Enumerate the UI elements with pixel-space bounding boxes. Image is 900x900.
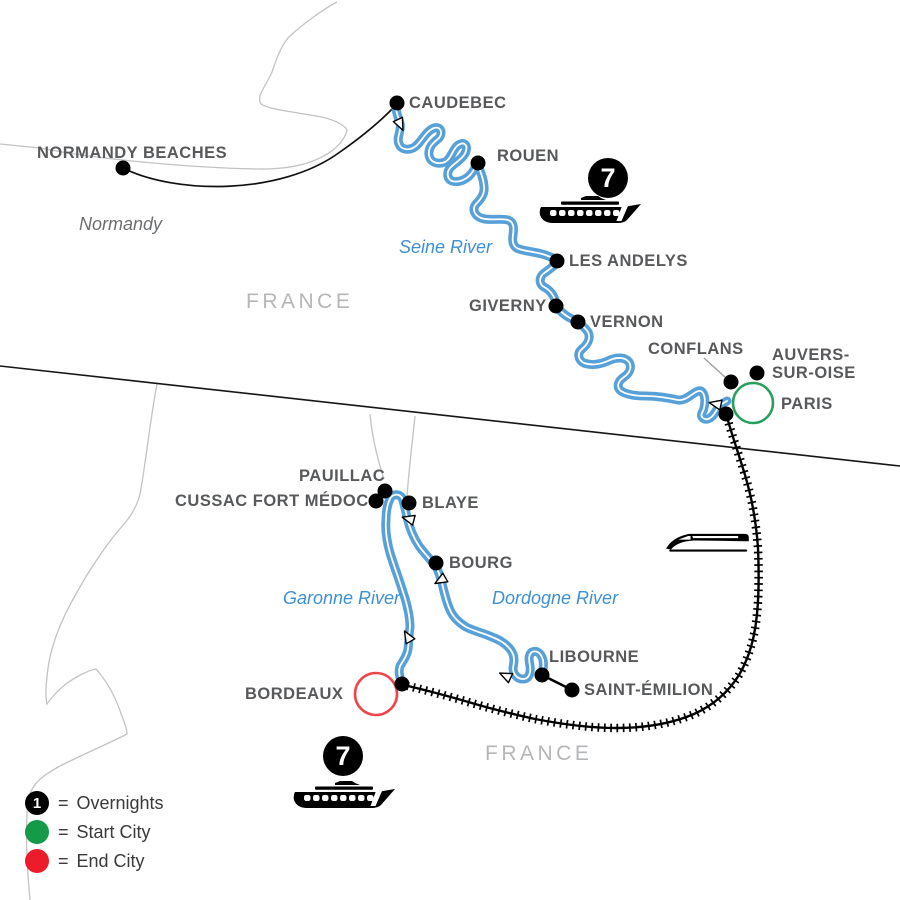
city-label-paris: PARIS [781, 395, 833, 413]
region-label-france-south: FRANCE [485, 742, 593, 765]
legend-equals: = [58, 850, 69, 871]
coastline-atlantic [25, 383, 158, 900]
city-label-auvers-line2: SUR-OISE [772, 364, 856, 382]
city-dot-saint-emilion [564, 682, 580, 698]
overnights-badge-icon: 1 [25, 791, 49, 815]
start-city-circle-paris [731, 381, 775, 425]
river-cruise-ship-icon [539, 196, 641, 223]
city-label-auvers-line1: AUVERS- [772, 346, 850, 364]
city-dot-blaye [401, 495, 417, 511]
legend-overnights-label: Overnights [76, 792, 164, 813]
region-label-france-north: FRANCE [246, 290, 354, 313]
city-dot-pauillac [377, 483, 393, 499]
city-dot-conflans [723, 374, 739, 390]
city-label-saint-emilion: SAINT-ÉMILION [584, 681, 714, 699]
seine-overnights-badge: 7 [588, 158, 628, 198]
estuary-bank-west [369, 413, 385, 480]
city-dot-caudebec [389, 95, 405, 111]
city-label-libourne: LIBOURNE [549, 648, 640, 666]
city-dot-bourg [428, 555, 444, 571]
end-city-dot-icon [25, 849, 49, 873]
river-label-dordogne: Dordogne River [492, 588, 619, 608]
city-dot-giverny [548, 298, 564, 314]
city-label-pauillac: PAUILLAC [299, 467, 386, 485]
city-dot-vernon [570, 314, 586, 330]
city-label-rouen: ROUEN [497, 147, 560, 165]
river-label-seine: Seine River [399, 237, 493, 257]
city-label-bordeaux: BORDEAUX [245, 685, 344, 703]
city-dot-normandy-beaches [115, 160, 131, 176]
normandy-beaches-route-line [122, 104, 397, 188]
city-dot-auvers-sur-oise [749, 365, 765, 381]
city-dot-paris-rail [718, 406, 734, 422]
city-dot-cussac-fort-medoc [368, 493, 384, 509]
legend-equals: = [58, 821, 69, 842]
seine-river-path [391, 97, 732, 424]
city-label-normandy-beaches: NORMANDY BEACHES [37, 144, 228, 162]
estuary-bank-east [406, 415, 416, 497]
city-label-vernon: VERNON [590, 313, 664, 331]
legend-equals: = [58, 792, 69, 813]
city-label-giverny: GIVERNY [469, 297, 547, 315]
city-dot-libourne [534, 667, 550, 683]
city-label-conflans: CONFLANS [648, 340, 744, 358]
legend: 1 = Overnights = Start City = End City [25, 791, 164, 878]
city-label-les-andelys: LES ANDELYS [569, 252, 688, 270]
legend-end-city-label: End City [76, 850, 145, 871]
conflans-leader-line [703, 357, 727, 379]
legend-start-city-label: Start City [76, 821, 151, 842]
city-label-cussac-fort-medoc: CUSSAC FORT MÉDOC [175, 492, 369, 510]
city-dot-rouen [470, 155, 486, 171]
garonne-overnights-badge: 7 [323, 736, 363, 776]
city-label-blaye: BLAYE [422, 494, 479, 512]
legend-row-start-city: = Start City [25, 820, 164, 844]
legend-row-overnights: 1 = Overnights [25, 791, 164, 815]
river-label-garonne: Garonne River [283, 588, 401, 608]
city-dot-les-andelys [549, 253, 565, 269]
city-label-auvers-sur-oise: AUVERS- SUR-OISE [772, 346, 856, 382]
region-label-normandy: Normandy [79, 214, 163, 234]
city-label-bourg: BOURG [449, 554, 513, 572]
railway-track-line [403, 416, 760, 730]
start-city-dot-icon [25, 820, 49, 844]
river-cruise-ship-icon [293, 781, 395, 808]
legend-row-end-city: = End City [25, 849, 164, 873]
city-label-caudebec: CAUDEBEC [409, 94, 507, 112]
coastline-normandy [0, 1, 348, 170]
end-city-circle-bordeaux [353, 671, 399, 717]
city-dot-bordeaux-rail [394, 676, 410, 692]
high-speed-train-icon [666, 533, 749, 552]
map-divider-line [0, 365, 900, 467]
